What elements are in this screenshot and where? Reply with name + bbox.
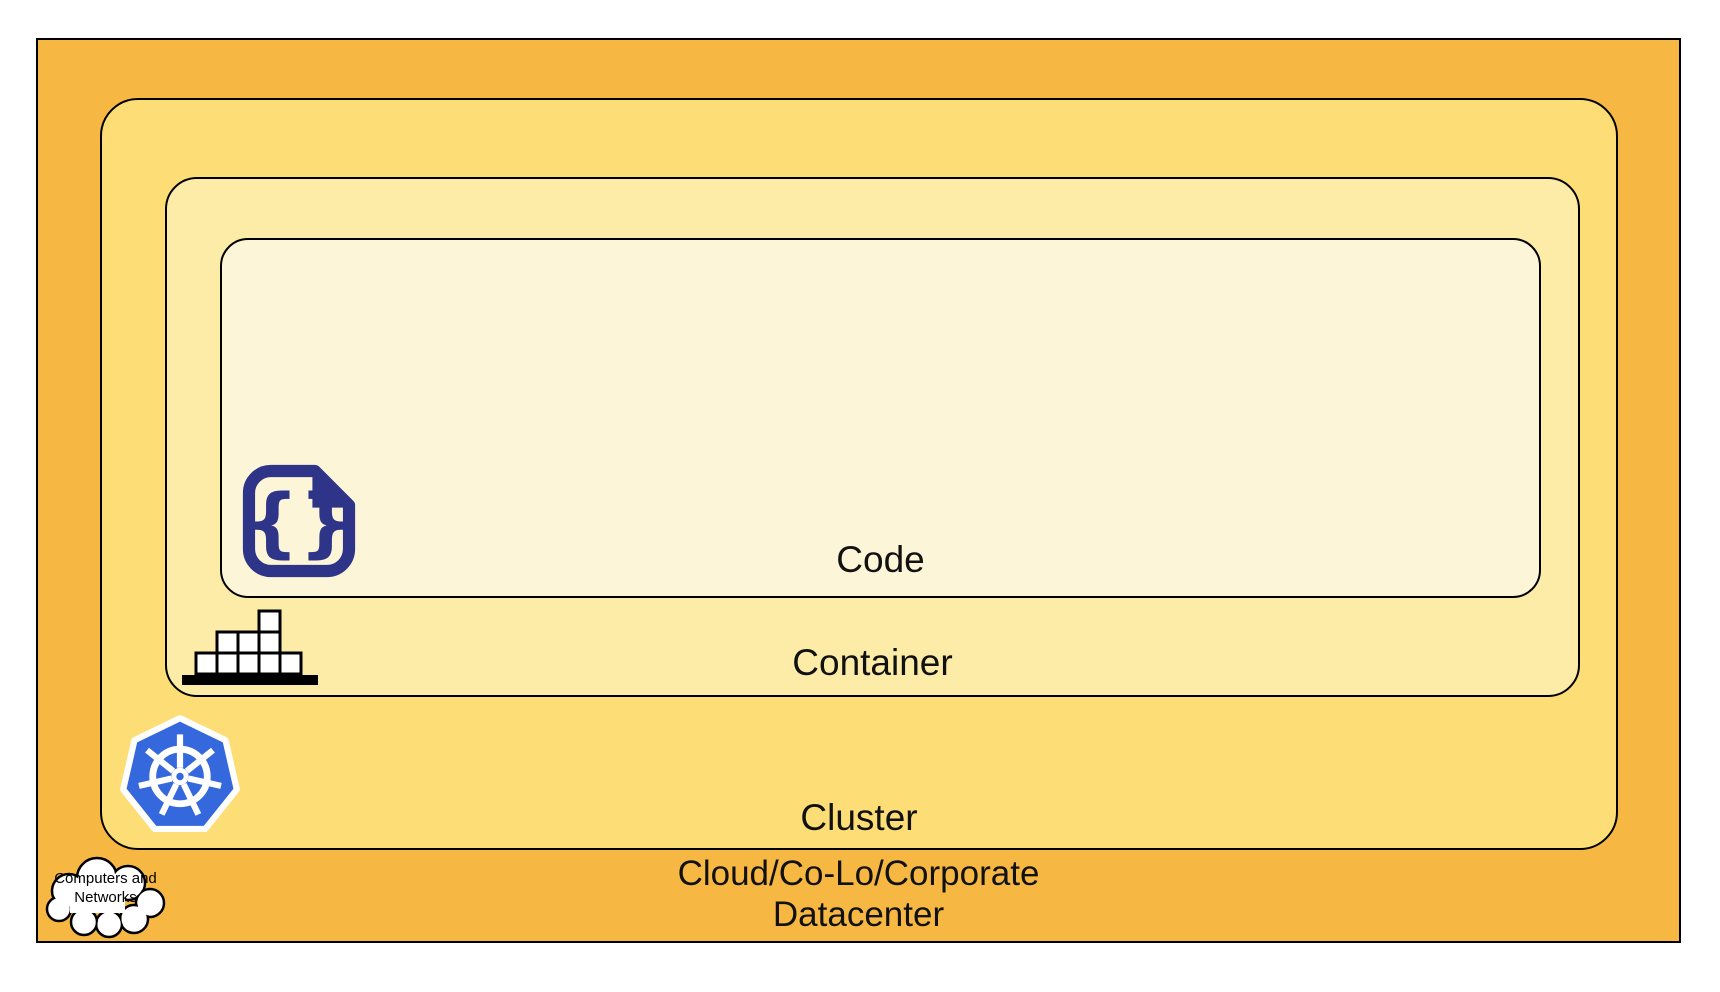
cloud-icon [45, 856, 166, 939]
svg-text:{}: {} [245, 478, 353, 566]
layer-cluster: {} Code Container [100, 98, 1618, 850]
layer-container: {} Code Container [165, 177, 1580, 697]
cloud-callout-text: Computers and Networks [42, 869, 169, 907]
code-label: Code [836, 539, 925, 580]
cloud-callout-line1: Computers and [54, 870, 157, 887]
container-label: Container [792, 642, 953, 683]
cluster-label: Cluster [800, 797, 918, 838]
layer-datacenter: {} Code Container [36, 38, 1681, 943]
cloud-callout: Computers and Networks [42, 851, 169, 940]
layer-code: {} Code [220, 238, 1541, 598]
code-file-icon: {} [242, 464, 356, 578]
kubernetes-icon [120, 715, 240, 833]
datacenter-label-line2: Datacenter [772, 895, 945, 934]
cloud-callout-line2: Networks [74, 889, 137, 906]
datacenter-label: Cloud/Co-Lo/Corporate Datacenter [38, 853, 1679, 935]
datacenter-label-line1: Cloud/Co-Lo/Corporate [677, 854, 1040, 893]
container-stack-icon [182, 609, 318, 685]
